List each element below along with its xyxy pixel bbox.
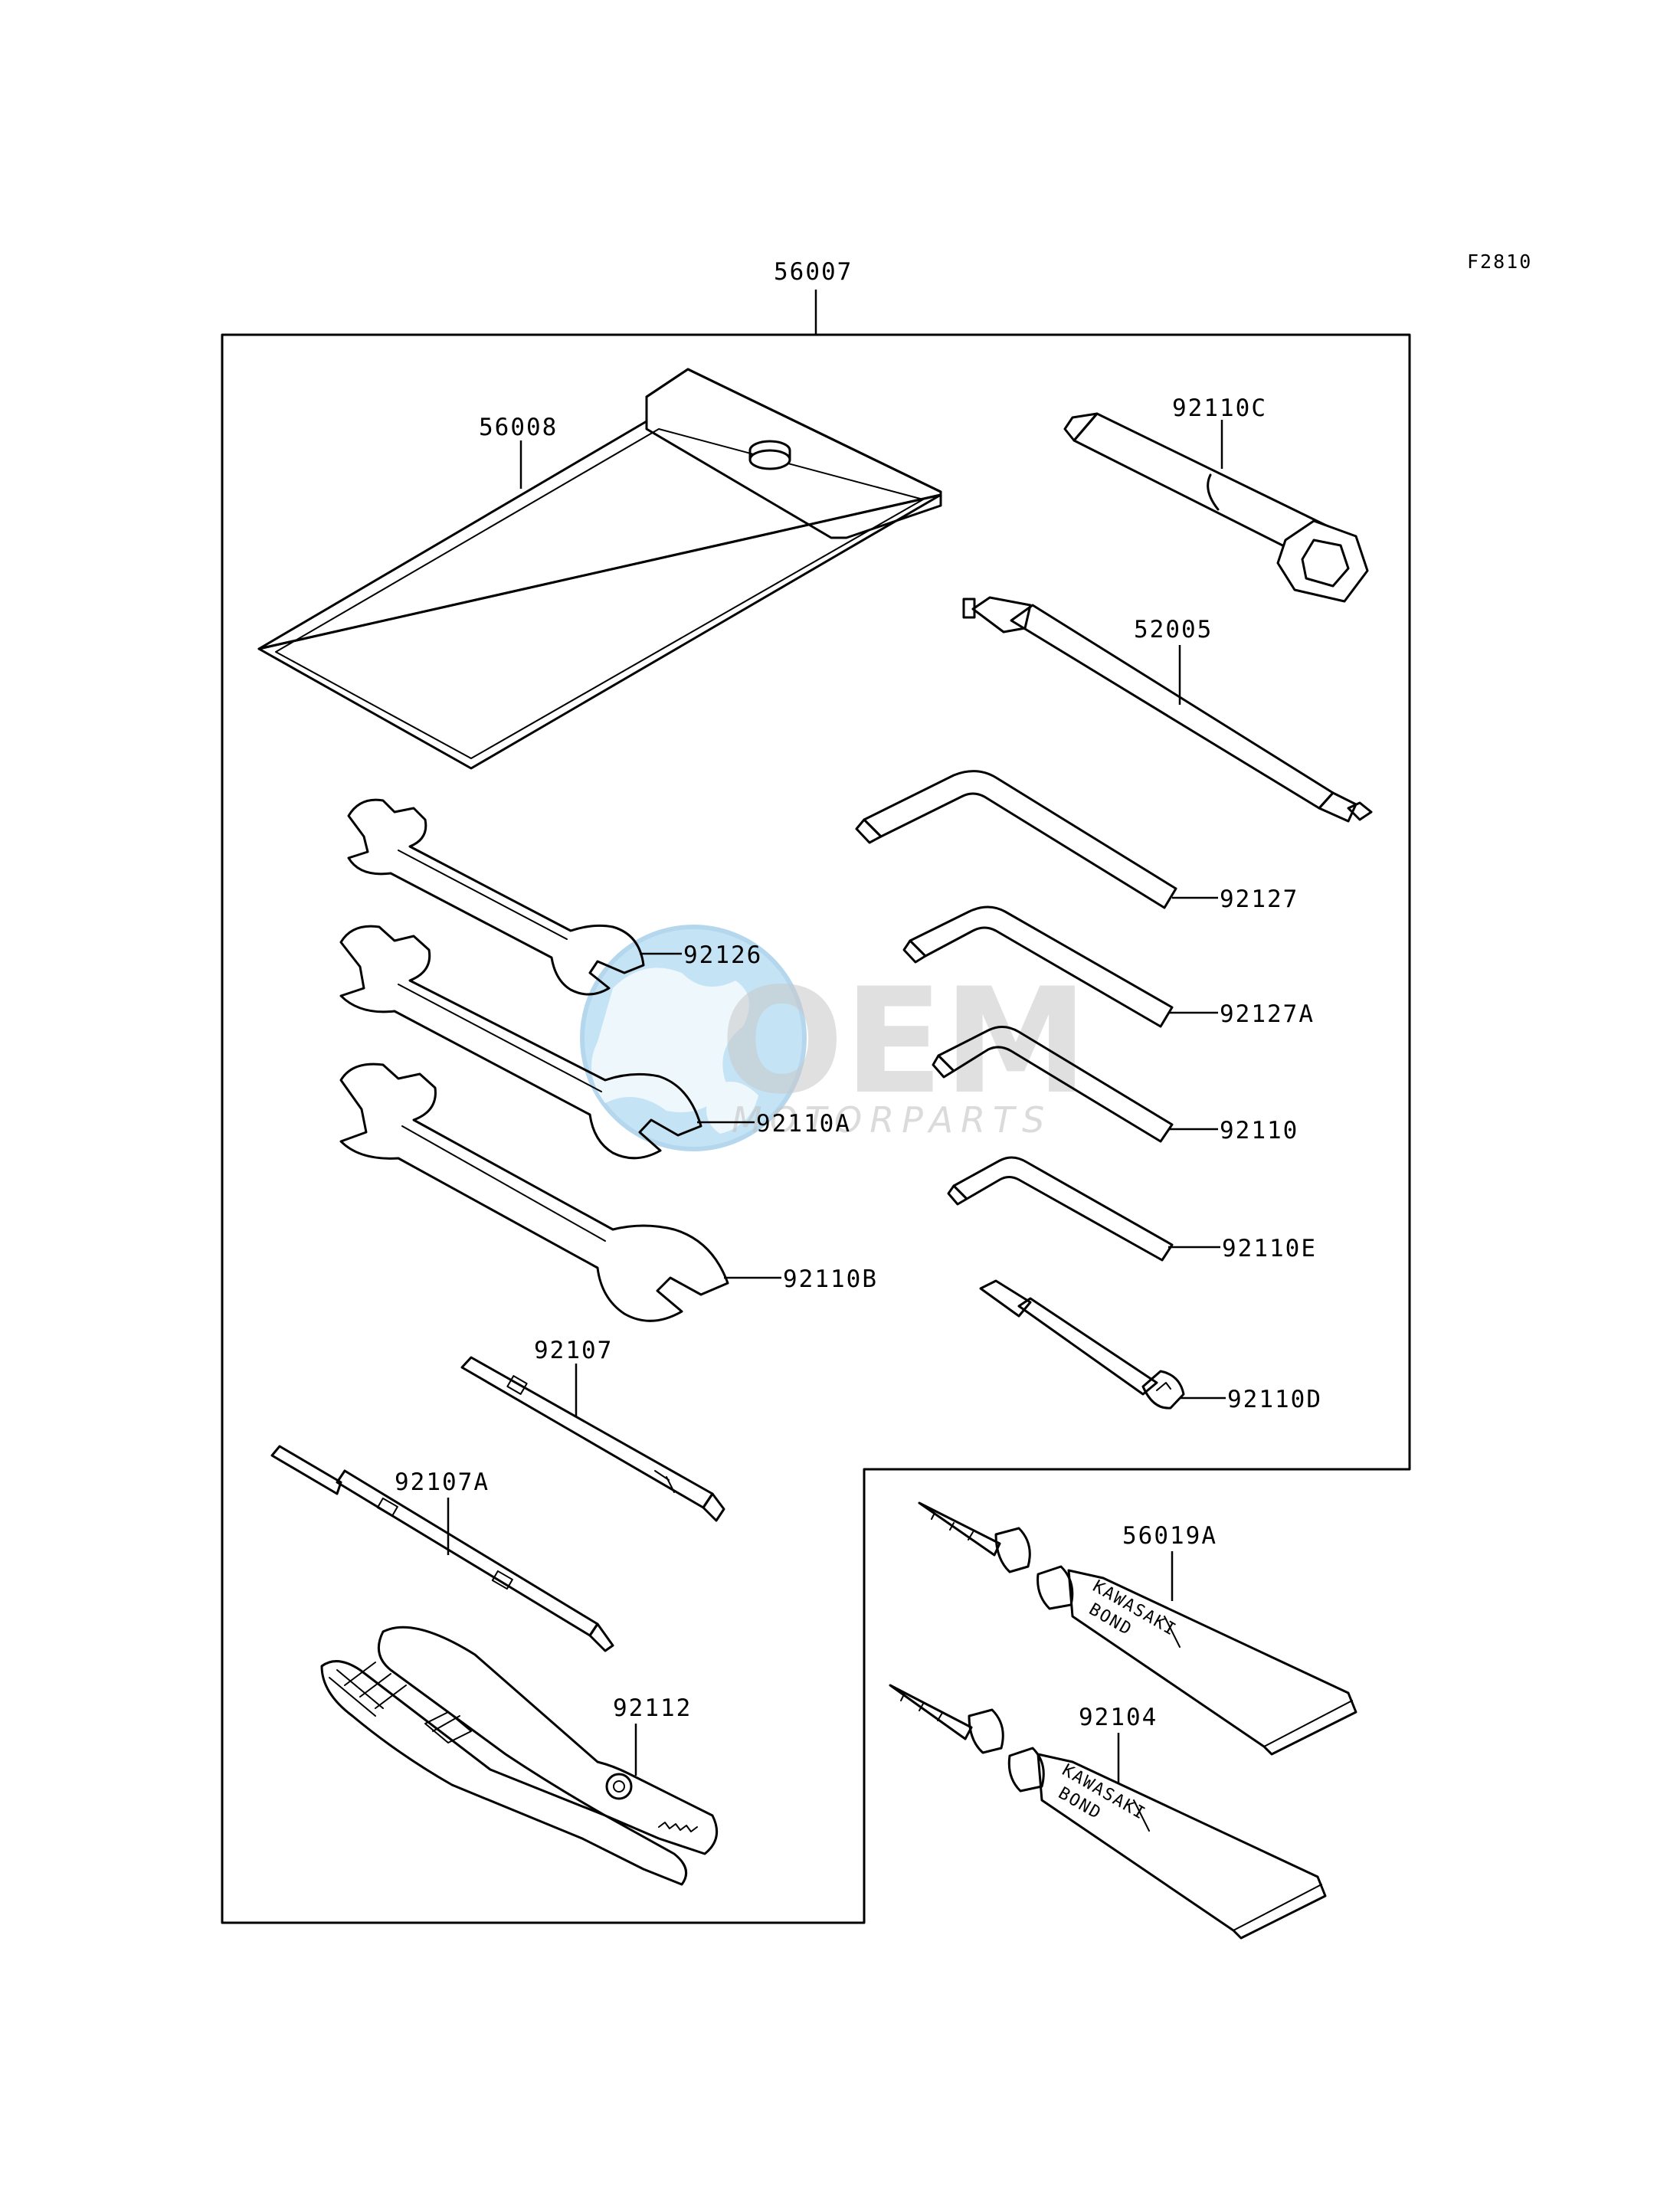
spoke-tool-drawing bbox=[979, 1279, 1185, 1410]
label-92127: 92127 bbox=[1220, 886, 1298, 913]
label-92126: 92126 bbox=[683, 941, 762, 969]
watermark: OEM MOTORPARTS bbox=[580, 925, 1088, 1151]
wrench-92126-drawing bbox=[347, 798, 645, 996]
figure-code: F2810 bbox=[1467, 250, 1532, 273]
label-92127A: 92127A bbox=[1220, 1000, 1315, 1028]
label-92110C: 92110C bbox=[1172, 395, 1267, 422]
wrench-92110A-drawing bbox=[339, 925, 702, 1160]
pliers-drawing bbox=[320, 1626, 719, 1886]
extension-tool-drawing bbox=[962, 596, 1373, 823]
hex-key-92127-drawing bbox=[855, 770, 1177, 909]
label-92112: 92112 bbox=[613, 1694, 692, 1722]
hex-key-92110E-drawing bbox=[947, 1156, 1174, 1262]
screwdriver-bit-drawing bbox=[460, 1356, 725, 1522]
label-92110D: 92110D bbox=[1227, 1386, 1322, 1413]
label-56008: 56008 bbox=[479, 414, 558, 441]
label-52005: 52005 bbox=[1134, 616, 1213, 643]
watermark-globe-icon bbox=[580, 925, 807, 1151]
label-56019A: 56019A bbox=[1122, 1522, 1217, 1550]
screwdriver-drawing bbox=[270, 1445, 614, 1652]
plug-wrench-drawing bbox=[1063, 412, 1369, 603]
hex-key-92127A-drawing bbox=[902, 905, 1174, 1028]
label-92110E: 92110E bbox=[1222, 1235, 1317, 1262]
kit-frame bbox=[221, 333, 1411, 1924]
tool-case-drawing bbox=[257, 368, 942, 770]
label-92107: 92107 bbox=[534, 1337, 613, 1364]
wrench-92110B-drawing bbox=[339, 1062, 729, 1322]
label-92110B: 92110B bbox=[783, 1265, 878, 1293]
hex-key-92110-drawing bbox=[932, 1026, 1174, 1143]
label-92107A: 92107A bbox=[395, 1468, 490, 1496]
label-92104: 92104 bbox=[1079, 1704, 1158, 1731]
watermark-logo: OEM bbox=[720, 957, 1088, 1126]
kit-number-label: 56007 bbox=[774, 258, 853, 286]
watermark-subtitle: MOTORPARTS bbox=[732, 1099, 1052, 1141]
label-92110A: 92110A bbox=[756, 1110, 851, 1138]
label-92110: 92110 bbox=[1220, 1117, 1298, 1144]
